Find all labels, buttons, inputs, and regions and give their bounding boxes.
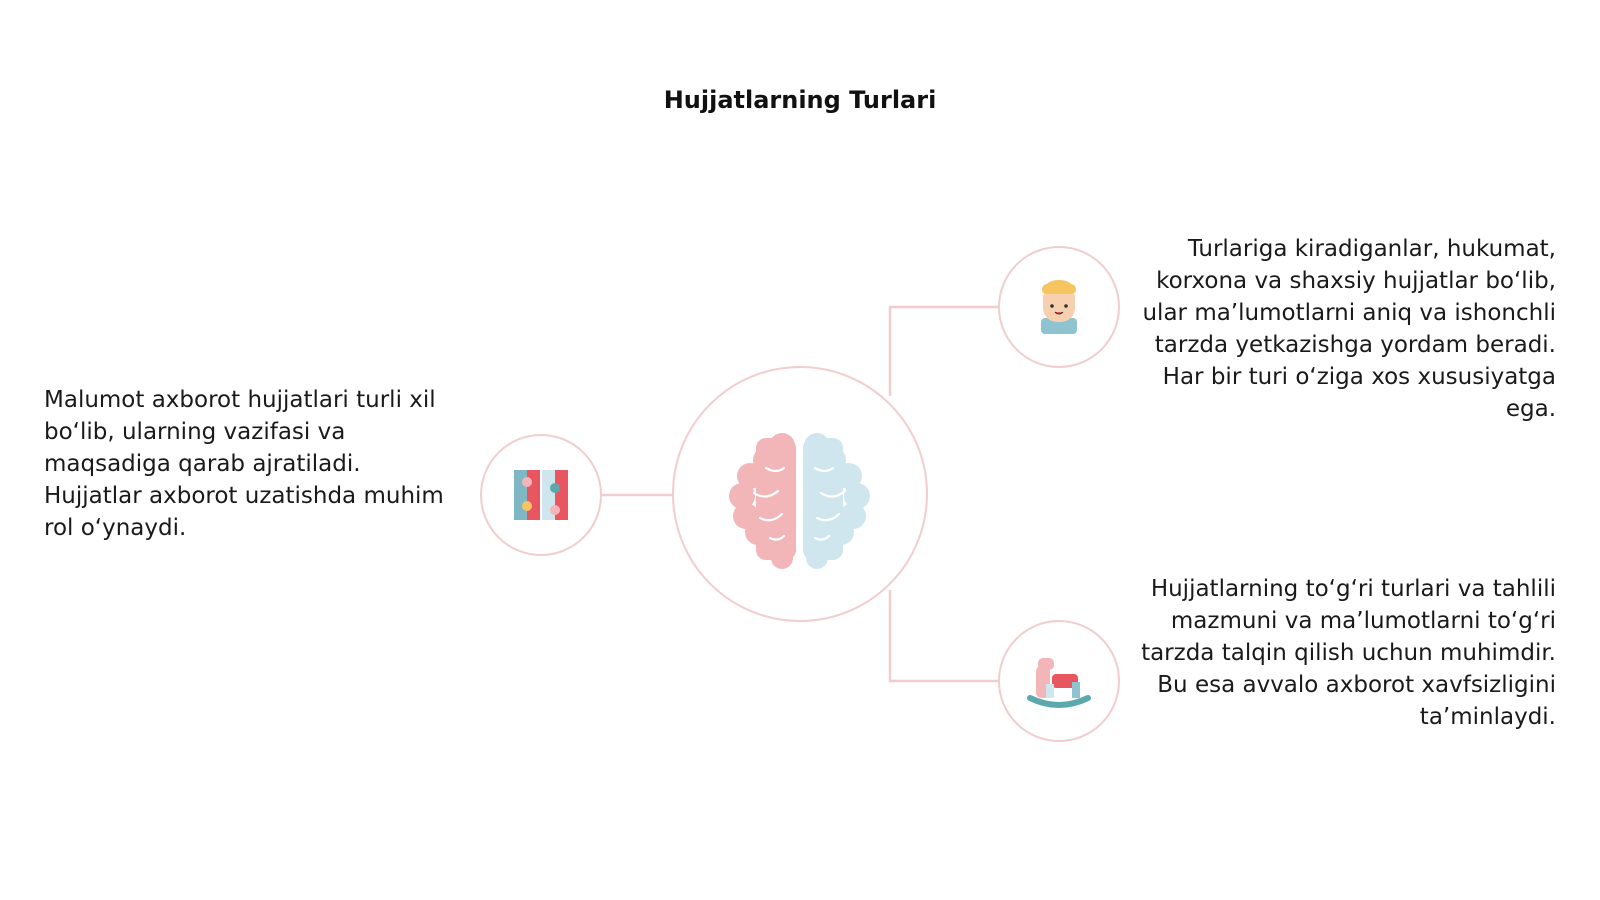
center-node	[672, 366, 928, 622]
left-node	[480, 434, 602, 556]
text-left: Malumot axborot hujjatlari turli xil bo‘…	[44, 387, 444, 541]
bottom-node	[998, 620, 1120, 742]
brain-icon	[729, 433, 870, 569]
text-bottom-right: Hujjatlarning to‘g‘ri turlari va tahlili…	[1141, 576, 1556, 730]
connector-bottom	[888, 590, 998, 683]
puzzle-blocks-icon	[514, 470, 568, 520]
text-top-right: Turlariga kiradiganlar, hukumat, korxona…	[1142, 236, 1556, 422]
connector-top	[888, 305, 998, 396]
top-node	[998, 246, 1120, 368]
slide-title: Hujjatlarning Turlari	[663, 86, 937, 114]
rocking-horse-icon	[1027, 658, 1091, 708]
child-face-icon	[1041, 280, 1077, 334]
